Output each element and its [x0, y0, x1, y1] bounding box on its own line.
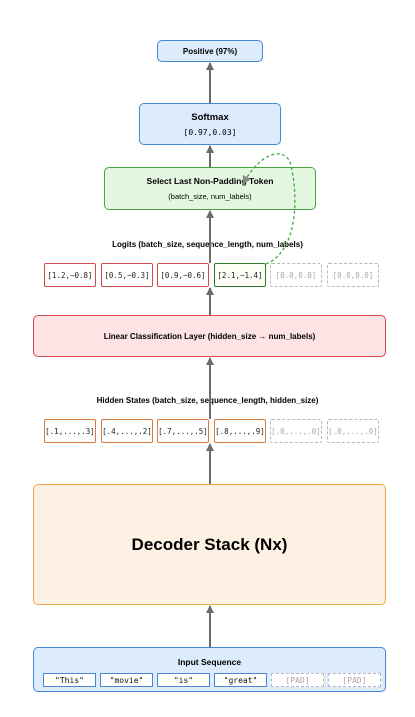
output-box: Positive (97%) — [157, 40, 263, 62]
logit-cell: [0.9,−0.6] — [157, 263, 209, 287]
input-token-pad: [PAD] — [328, 673, 381, 687]
hidden-cell: [.1,...,.3] — [44, 419, 96, 443]
hidden-cell: [.4,...,.2] — [101, 419, 153, 443]
hidden-cell: [.7,...,.5] — [157, 419, 209, 443]
linear-layer-title: Linear Classification Layer (hidden_size… — [103, 331, 316, 341]
output-label: Positive (97%) — [182, 46, 238, 56]
input-token: "movie" — [100, 673, 153, 687]
logit-cell: [1.2,−0.8] — [44, 263, 96, 287]
hidden-cell-pad: [.0,...,.0] — [270, 419, 322, 443]
linear-layer-box: Linear Classification Layer (hidden_size… — [33, 315, 386, 357]
softmax-box: Softmax [0.97,0.03] — [139, 103, 281, 145]
input-sequence-title: Input Sequence — [177, 657, 242, 667]
logit-cell: [0.5,−0.3] — [101, 263, 153, 287]
select-token-title: Select Last Non-Padding Token — [146, 176, 274, 186]
select-token-box: Select Last Non-Padding Token (batch_siz… — [104, 167, 316, 210]
logit-cell-pad: [0.0,0.0] — [270, 263, 322, 287]
input-token-pad: [PAD] — [271, 673, 324, 687]
logit-cell-selected: [2.1,−1.4] — [214, 263, 266, 287]
arrow-selected-logit-to-select — [242, 153, 296, 265]
input-token: "is" — [157, 673, 210, 687]
softmax-values: [0.97,0.03] — [183, 127, 237, 137]
input-token: "great" — [214, 673, 267, 687]
hidden-states-label: Hidden States (batch_size, sequence_leng… — [96, 396, 319, 405]
input-token: "This" — [43, 673, 96, 687]
hidden-cell: [.8,...,.9] — [214, 419, 266, 443]
logit-cell-pad: [0.0,0.0] — [327, 263, 379, 287]
decoder-stack-box: Decoder Stack (Nx) — [33, 484, 386, 605]
logits-label: Logits (batch_size, sequence_length, num… — [112, 240, 303, 249]
decoder-stack-title: Decoder Stack (Nx) — [131, 534, 288, 554]
softmax-title: Softmax — [191, 111, 229, 123]
select-token-shape: (batch_size, num_labels) — [168, 192, 252, 201]
hidden-cell-pad: [.0,...,.0] — [327, 419, 379, 443]
